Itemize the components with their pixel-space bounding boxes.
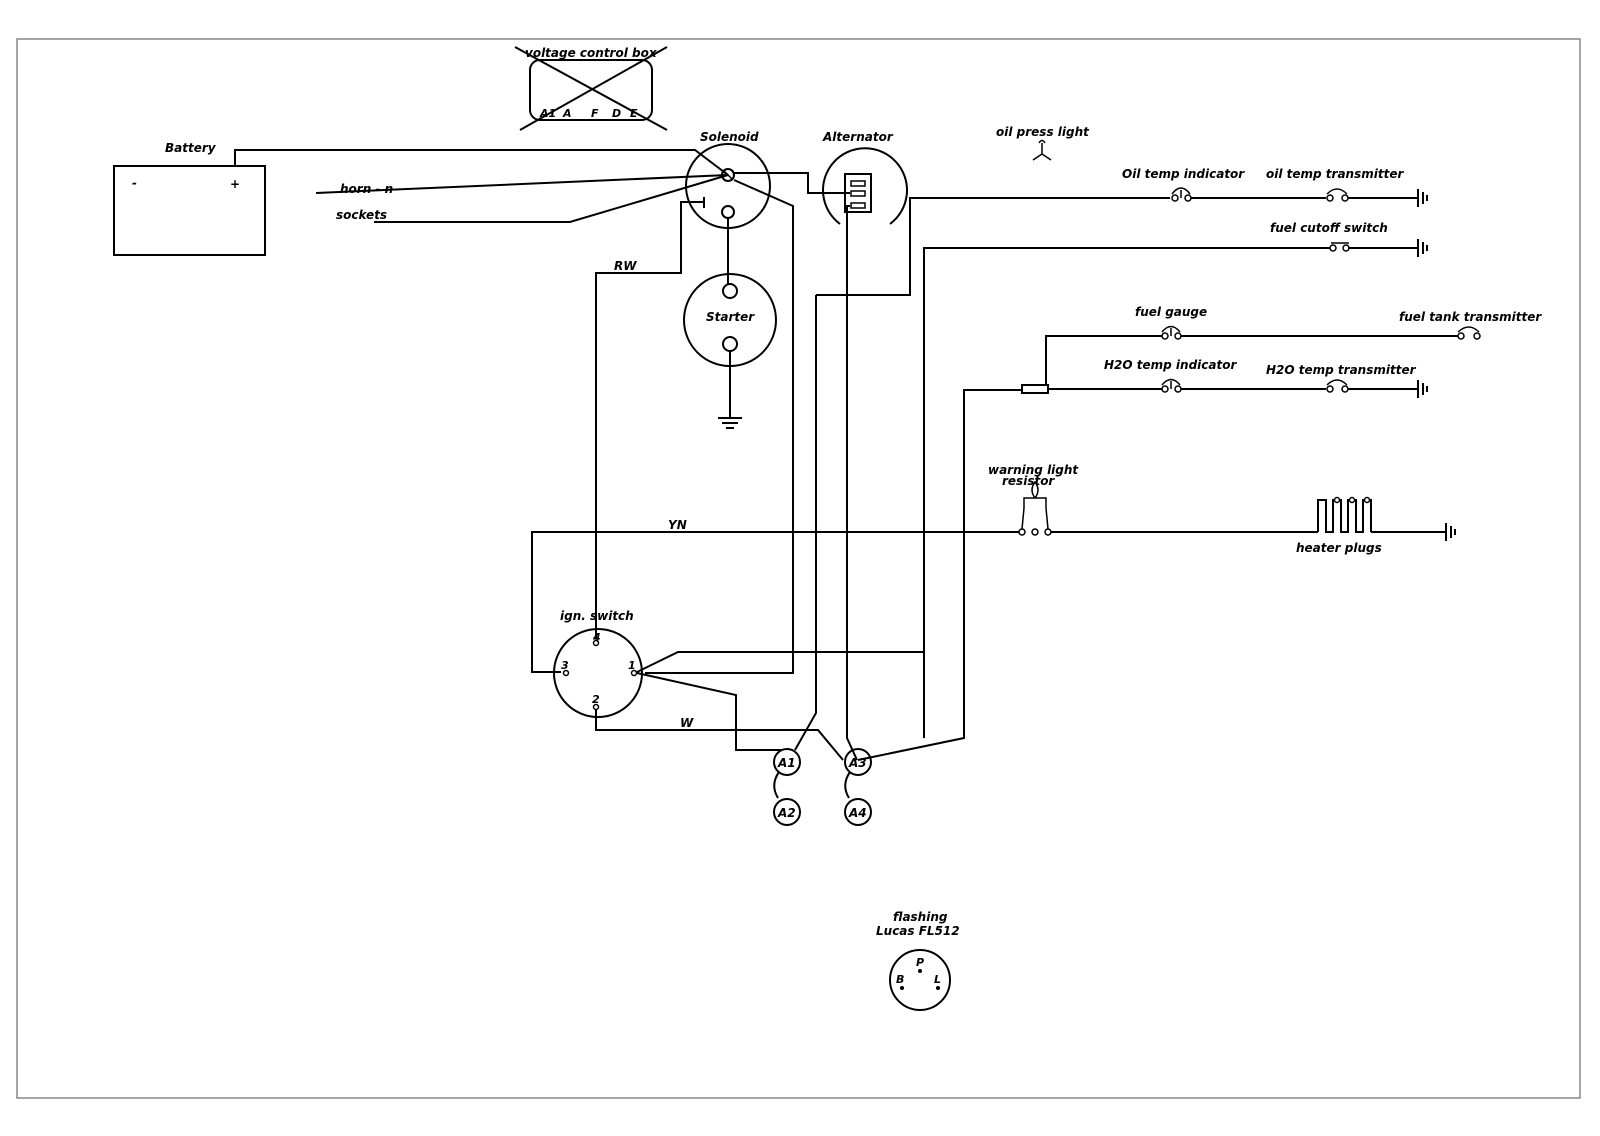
sockets-label: sockets [336, 208, 387, 222]
battery-positive: + [230, 177, 240, 191]
connector-a2: A2 [773, 798, 801, 826]
voltage-control-box: voltage control box A1 A F D E [514, 46, 668, 131]
page-border [16, 38, 1581, 1099]
yn-label: YN [668, 518, 687, 532]
flasher-pin-p: P [916, 956, 924, 969]
vcb-pin-d: D [612, 107, 621, 120]
fuel-gauge-label: fuel gauge [1135, 305, 1207, 319]
oil-temp-transmitter-label: oil temp transmitter [1266, 167, 1404, 181]
h2o-connector [1021, 384, 1049, 394]
connector-a4-label: A4 [848, 806, 867, 820]
wire-oil-a1 [794, 295, 817, 751]
ign-pin-3: 3 [561, 659, 569, 672]
fuel-gauge: fuel gauge [1135, 305, 1207, 340]
fuel-cutoff-switch-label: fuel cutoff switch [1270, 221, 1388, 235]
warning-light-resistor [1018, 480, 1052, 536]
h2o-temp-indicator-label: H2O temp indicator [1104, 358, 1237, 372]
ground-icon [1417, 189, 1428, 207]
oil-press-light-label: oil press light [996, 125, 1090, 139]
wire-ign1-fuel [636, 651, 924, 673]
wire-solenoid-alternator [733, 172, 850, 194]
vcb-pin-a: A [562, 107, 572, 120]
ground-icon [1445, 523, 1456, 541]
oil-press-light: oil press light [996, 125, 1090, 161]
flasher-unit: flashing Lucas FL512 P B L [876, 910, 960, 1011]
wire-horn [315, 174, 729, 194]
rw-label: RW [614, 259, 637, 273]
battery-label: Battery [165, 141, 217, 155]
solenoid-label: Solenoid [700, 130, 759, 144]
alternator: Alternator [822, 130, 908, 225]
ign-switch-label: ign. switch [560, 609, 634, 623]
wire-oil-temp [816, 197, 1170, 296]
horn-label: horn - n [340, 182, 393, 196]
fuel-cutoff-switch: fuel cutoff switch [1270, 221, 1388, 252]
w-label: W [680, 716, 694, 730]
connector-a3: A3 [844, 748, 872, 776]
ground-icon [718, 417, 742, 429]
flasher-pin-l: L [934, 973, 941, 986]
h2o-temp-transmitter-label: H2O temp transmitter [1266, 363, 1417, 377]
ground-icon [1417, 380, 1428, 398]
wire-w [595, 710, 844, 761]
voltage-control-box-label: voltage control box [525, 46, 658, 60]
wire-ign1-a1 [636, 672, 781, 751]
vcb-pin-f: F [591, 107, 599, 120]
oil-temp-indicator-label: Oil temp indicator [1122, 167, 1245, 181]
fuel-tank-transmitter: fuel tank transmitter [1399, 310, 1542, 340]
wire-fuel-gauge [1045, 335, 1162, 385]
solenoid: Solenoid [685, 130, 771, 229]
fuel-tank-transmitter-label: fuel tank transmitter [1399, 310, 1542, 324]
wire-rw [595, 201, 704, 638]
vcb-pin-e: E [630, 107, 638, 120]
starter-label: Starter [706, 310, 755, 324]
ign-pin-4: 4 [592, 631, 601, 644]
wire-alternator-a3 [846, 205, 858, 761]
battery-negative: - [132, 176, 137, 190]
battery: Battery - + [113, 141, 266, 256]
connector-a4: A4 [844, 798, 872, 826]
warning-light-resistor-label-2: resistor [1002, 474, 1055, 488]
oil-temp-indicator: Oil temp indicator [1122, 167, 1245, 202]
h2o-temp-transmitter: H2O temp transmitter [1266, 363, 1417, 393]
wire-battery-solenoid [234, 149, 729, 176]
connector-a2-label: A2 [777, 806, 796, 820]
flasher-pin-b: B [896, 973, 904, 986]
wire-yn [531, 531, 1019, 673]
flashing-label-1: flashing [893, 910, 948, 924]
wire-a1-a2 [773, 771, 780, 799]
ground-icon [1417, 239, 1428, 257]
heater-plugs-label: heater plugs [1296, 541, 1382, 555]
warning-light-resistor-label-1: warning light [988, 463, 1079, 477]
wire-fuel-cutoff [923, 247, 1330, 738]
oil-temp-transmitter: oil temp transmitter [1266, 167, 1404, 202]
h2o-temp-indicator: H2O temp indicator [1104, 358, 1237, 393]
wire-sockets [374, 174, 729, 223]
flashing-label-2: Lucas FL512 [876, 924, 960, 938]
wire-solenoid-ign [645, 179, 794, 674]
connector-a3-label: A3 [848, 756, 867, 770]
connector-a1-label: A1 [777, 756, 796, 770]
vcb-pin-a1: A1 [539, 107, 556, 120]
wire-h2o-temp [857, 389, 1022, 761]
ign-pin-1: 1 [628, 659, 636, 672]
ign-pin-2: 2 [592, 693, 600, 706]
heater-plugs: heater plugs [1296, 496, 1382, 555]
alternator-label: Alternator [822, 130, 894, 144]
ignition-switch: ign. switch 4 3 1 2 [553, 609, 643, 718]
connector-a1: A1 [773, 748, 801, 776]
wire-a3-a4 [844, 771, 851, 799]
